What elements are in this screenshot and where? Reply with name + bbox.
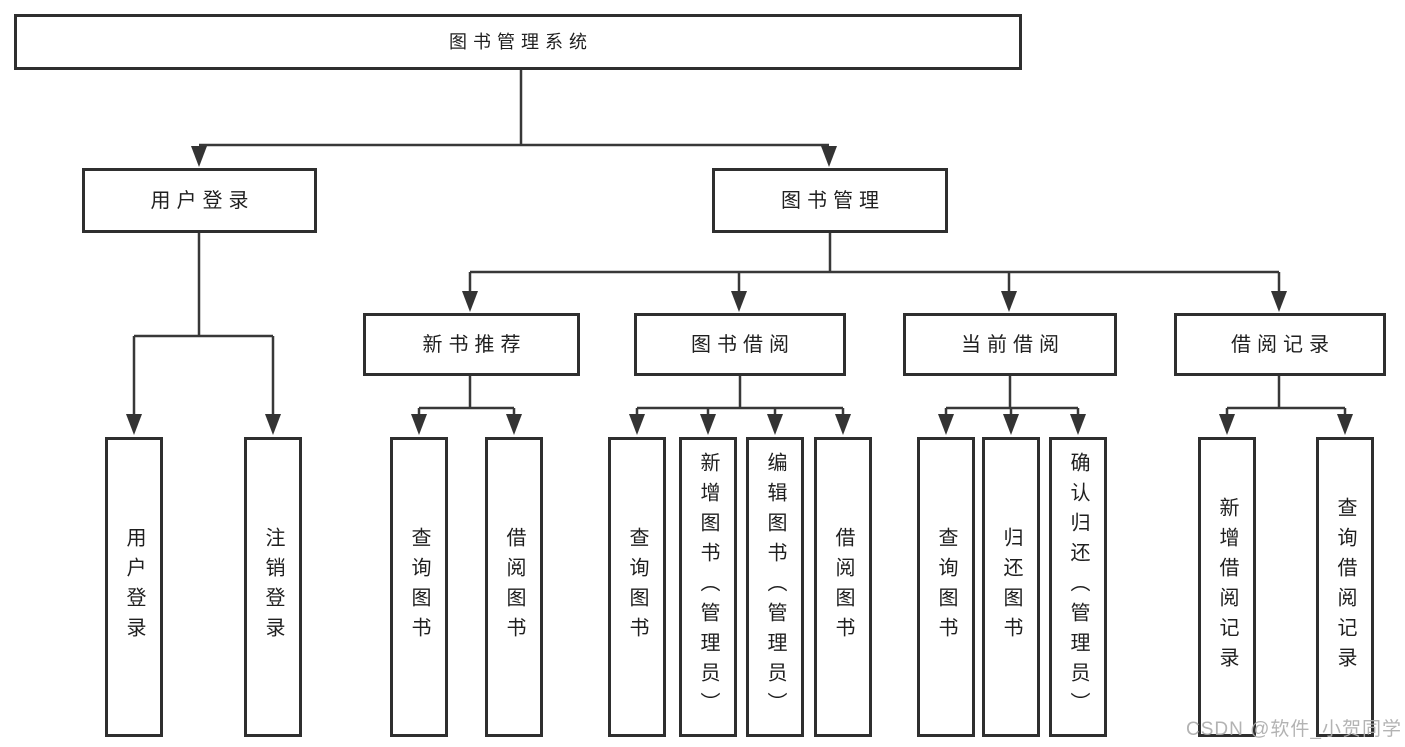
leaf-borrow-books-recommend: 借阅图书 (485, 437, 543, 737)
arrowhead (265, 414, 281, 435)
leaf-logout: 注销登录 (244, 437, 302, 737)
node-user-login: 用户登录 (82, 168, 317, 233)
leaf-return-book: 归还图书 (982, 437, 1040, 737)
node-book-management: 图书管理 (712, 168, 948, 233)
node-borrow-records-label: 借阅记录 (1231, 333, 1335, 356)
arrowhead (731, 291, 747, 312)
arrowhead (191, 146, 207, 167)
leaf-confirm-return-admin: 确认归还（管理员） (1049, 437, 1107, 737)
node-current-borrow: 当前借阅 (903, 313, 1117, 376)
leaf-user-login: 用户登录 (105, 437, 163, 737)
node-book-borrow: 图书借阅 (634, 313, 846, 376)
leaf-add-book-admin-label: 新增图书（管理员） (697, 452, 719, 722)
leaf-query-books-borrow: 查询图书 (608, 437, 666, 737)
leaf-add-book-admin: 新增图书（管理员） (679, 437, 737, 737)
leaf-query-books-recommend: 查询图书 (390, 437, 448, 737)
csdn-watermark: CSDN @软件_小贺同学 (1186, 719, 1402, 740)
leaf-confirm-return-admin-label: 确认归还（管理员） (1067, 452, 1089, 722)
arrowhead (1070, 414, 1086, 435)
arrowhead (767, 414, 783, 435)
leaf-user-login-label: 用户登录 (123, 527, 145, 647)
connector-book-borrow (635, 375, 845, 416)
arrowhead (629, 414, 645, 435)
node-root: 图书管理系统 (14, 14, 1022, 70)
connector-new-book (417, 375, 516, 416)
arrowhead (1001, 291, 1017, 312)
leaf-add-borrow-record-label: 新增借阅记录 (1216, 497, 1238, 677)
arrowhead (1271, 291, 1287, 312)
connector-borrow-records (1225, 375, 1347, 416)
arrowhead (1337, 414, 1353, 435)
connector-root (199, 70, 829, 147)
leaf-edit-book-admin: 编辑图书（管理员） (746, 437, 804, 737)
arrowhead (700, 414, 716, 435)
arrowhead (938, 414, 954, 435)
arrowhead (1003, 414, 1019, 435)
leaf-borrow-books-label: 借阅图书 (832, 527, 854, 647)
leaf-add-borrow-record: 新增借阅记录 (1198, 437, 1256, 737)
leaf-query-borrow-record-label: 查询借阅记录 (1334, 497, 1356, 677)
node-user-login-label: 用户登录 (150, 189, 255, 212)
node-borrow-records: 借阅记录 (1174, 313, 1386, 376)
leaf-edit-book-admin-label: 编辑图书（管理员） (764, 452, 786, 722)
arrowhead (1219, 414, 1235, 435)
node-root-label: 图书管理系统 (449, 32, 593, 52)
leaf-query-books-current-label: 查询图书 (935, 527, 957, 647)
node-book-borrow-label: 图书借阅 (691, 333, 795, 356)
arrowhead (506, 414, 522, 435)
connector-book-management (468, 232, 1281, 293)
arrowhead (411, 414, 427, 435)
leaf-borrow-books: 借阅图书 (814, 437, 872, 737)
connector-user-login (132, 232, 275, 416)
leaf-query-borrow-record: 查询借阅记录 (1316, 437, 1374, 737)
node-current-borrow-label: 当前借阅 (961, 333, 1065, 356)
connector-current-borrow (944, 375, 1080, 416)
leaf-query-books-borrow-label: 查询图书 (626, 527, 648, 647)
leaf-query-books-recommend-label: 查询图书 (408, 527, 430, 647)
arrowhead (835, 414, 851, 435)
node-new-book-recommend: 新书推荐 (363, 313, 580, 376)
node-book-management-label: 图书管理 (781, 189, 885, 212)
arrowhead (126, 414, 142, 435)
node-new-book-recommend-label: 新书推荐 (422, 333, 527, 356)
leaf-borrow-books-recommend-label: 借阅图书 (503, 527, 525, 647)
leaf-return-book-label: 归还图书 (1000, 527, 1022, 647)
arrowhead (821, 146, 837, 167)
arrowhead (462, 291, 478, 312)
leaf-logout-label: 注销登录 (262, 527, 284, 647)
leaf-query-books-current: 查询图书 (917, 437, 975, 737)
